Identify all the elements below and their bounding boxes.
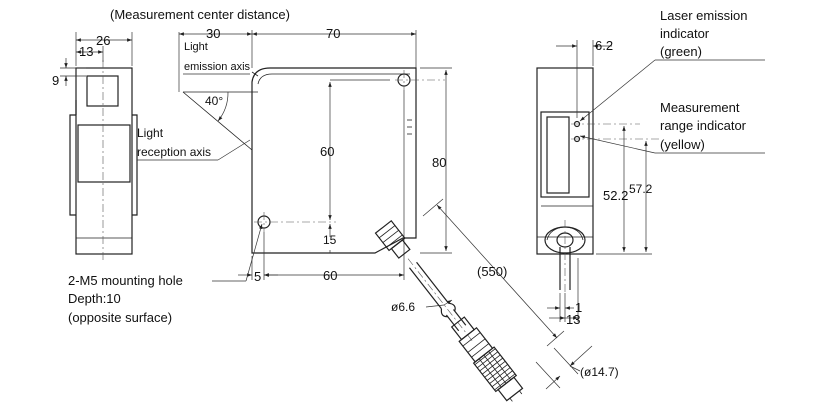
dim-60-vertical: 60	[320, 144, 334, 159]
connector-nut-facets	[546, 226, 584, 241]
angle-arc	[217, 91, 229, 122]
left-view-emission-window	[86, 75, 119, 107]
light-reception-axis-label-1: Light	[137, 126, 164, 140]
dim-cable-length: (550)	[477, 264, 507, 279]
front-body-inner-edge	[257, 73, 410, 85]
cable-dia-leader	[443, 299, 453, 306]
reception-label-leader	[217, 139, 251, 161]
laser-indicator-leader	[579, 59, 656, 122]
mounting-hole-label-1: 2-M5 mounting hole	[68, 273, 183, 288]
dim-5: 5	[254, 269, 261, 284]
dim-26: 26	[96, 33, 110, 48]
range-indicator-label-2: range indicator	[660, 118, 747, 133]
measurement-center-distance-label: (Measurement center distance)	[110, 7, 290, 22]
left-view-step-right	[132, 114, 138, 216]
range-indicator-label-3: (yellow)	[660, 137, 705, 152]
connector-dia-arrow	[569, 365, 581, 372]
connector-dia-arrow	[545, 375, 561, 390]
left-view-outline	[75, 67, 133, 255]
dim-1: 1	[575, 300, 582, 315]
cable-assembly: (550) ø6.6 (ø14.7)	[374, 198, 619, 402]
dim-57-2: 57.2	[629, 182, 653, 196]
dim-cable-dia: ø6.6	[391, 300, 415, 314]
front-body-chamfer	[251, 71, 259, 77]
dim-15: 15	[323, 233, 337, 247]
connector	[450, 316, 524, 402]
right-side-view: 6.2 Laser emission indicator (green) Mea…	[536, 8, 765, 327]
connector-dia-ext	[553, 347, 579, 375]
left-side-view: 26 13 9	[52, 32, 138, 262]
front-view: (Measurement center distance) 30 70 Ligh…	[68, 7, 452, 325]
mounting-hole-label-3: (opposite surface)	[68, 310, 172, 325]
light-emission-axis-label-1: Light	[184, 41, 208, 53]
ext-line	[422, 198, 444, 217]
dim-line-cable-length	[436, 204, 558, 339]
cable-gland	[374, 219, 411, 259]
laser-indicator-label-3: (green)	[660, 44, 702, 59]
light-reception-axis-label-2: reception axis	[137, 145, 211, 159]
front-body-outline	[251, 67, 417, 254]
connector-dia-ext	[535, 361, 561, 389]
dim-13-left: 13	[79, 44, 93, 59]
dim-9: 9	[52, 73, 59, 88]
mounting-hole-label-2: Depth:10	[68, 291, 121, 306]
dim-60-horizontal: 60	[323, 268, 337, 283]
left-view-step-left	[69, 100, 77, 216]
dim-70: 70	[326, 26, 340, 41]
range-indicator-label-1: Measurement	[660, 100, 740, 115]
dim-30: 30	[206, 26, 220, 41]
dim-6-2: 6.2	[595, 38, 613, 53]
right-view-window-outer	[540, 111, 590, 198]
connector-dia-arrow	[569, 345, 593, 367]
cable-dia-leader	[425, 304, 445, 308]
laser-indicator-label-1: Laser emission	[660, 8, 747, 23]
range-indicator-leader	[579, 135, 656, 154]
dim-52-2: 52.2	[603, 188, 628, 203]
light-emission-axis-label-2: emission axis	[184, 61, 251, 73]
dim-13-right: 13	[566, 312, 580, 327]
mounting-hole-leader	[245, 223, 263, 282]
dim-80: 80	[432, 155, 446, 170]
angle-40: 40°	[205, 94, 223, 108]
left-view-reception-window	[77, 124, 131, 183]
dim-connector-dia: (ø14.7)	[580, 365, 619, 379]
laser-indicator-label-2: indicator	[660, 26, 710, 41]
right-view-window-inner	[546, 116, 570, 194]
reception-axis-line	[182, 91, 253, 151]
ext-line	[546, 330, 565, 347]
